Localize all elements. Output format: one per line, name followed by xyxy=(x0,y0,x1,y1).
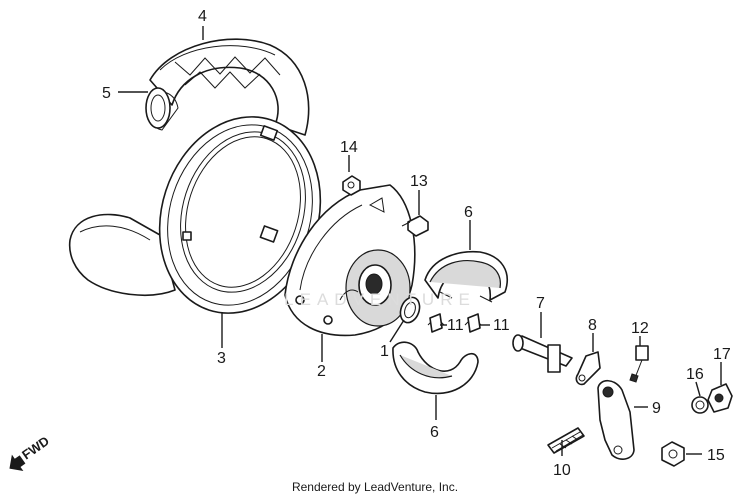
label-13: 13 xyxy=(410,173,428,190)
rim xyxy=(158,116,322,314)
label-10: 10 xyxy=(553,462,571,479)
nut-17 xyxy=(707,383,733,413)
forward-direction-indicator: FWD xyxy=(9,433,52,472)
nut-14 xyxy=(342,175,361,196)
label-6-bottom: 6 xyxy=(430,424,439,441)
brake-arm-9 xyxy=(597,379,635,460)
label-4: 4 xyxy=(198,8,207,25)
label-14: 14 xyxy=(340,139,358,156)
tube xyxy=(145,87,171,129)
brake-shoe-top xyxy=(424,250,508,303)
callout-labels: 4 5 14 13 6 7 8 12 17 16 11 11 1 2 3 9 6… xyxy=(102,8,731,479)
label-3: 3 xyxy=(217,350,226,367)
label-12: 12 xyxy=(631,320,649,337)
brake-hub xyxy=(284,184,416,337)
pin-16 xyxy=(691,396,709,414)
bolt-12 xyxy=(629,345,649,383)
spring-10 xyxy=(547,427,585,454)
brake-cam-7 xyxy=(512,334,573,373)
label-11-a: 11 xyxy=(447,317,464,334)
nut-15 xyxy=(661,441,685,467)
springs-11 xyxy=(427,313,482,333)
label-1: 1 xyxy=(380,343,389,360)
brake-shoe-bottom xyxy=(392,341,479,395)
wear-indicator-8 xyxy=(575,351,601,386)
fwd-label: FWD xyxy=(19,433,52,462)
label-2: 2 xyxy=(317,363,326,380)
label-9: 9 xyxy=(652,400,661,417)
label-15: 15 xyxy=(707,447,725,464)
label-11-b: 11 xyxy=(493,317,510,334)
seal-1 xyxy=(399,296,421,324)
credit-text: Rendered by LeadVenture, Inc. xyxy=(291,480,459,494)
label-5: 5 xyxy=(102,85,111,102)
tire xyxy=(68,38,310,296)
bolt-13 xyxy=(401,215,429,237)
label-16: 16 xyxy=(686,366,704,383)
watermark: LEADVENTURE xyxy=(284,290,476,309)
label-7: 7 xyxy=(536,295,545,312)
leader-lines xyxy=(118,26,722,456)
arrow-left-icon xyxy=(9,454,26,472)
label-6-top: 6 xyxy=(464,204,473,221)
label-8: 8 xyxy=(588,317,597,334)
label-17: 17 xyxy=(713,346,731,363)
